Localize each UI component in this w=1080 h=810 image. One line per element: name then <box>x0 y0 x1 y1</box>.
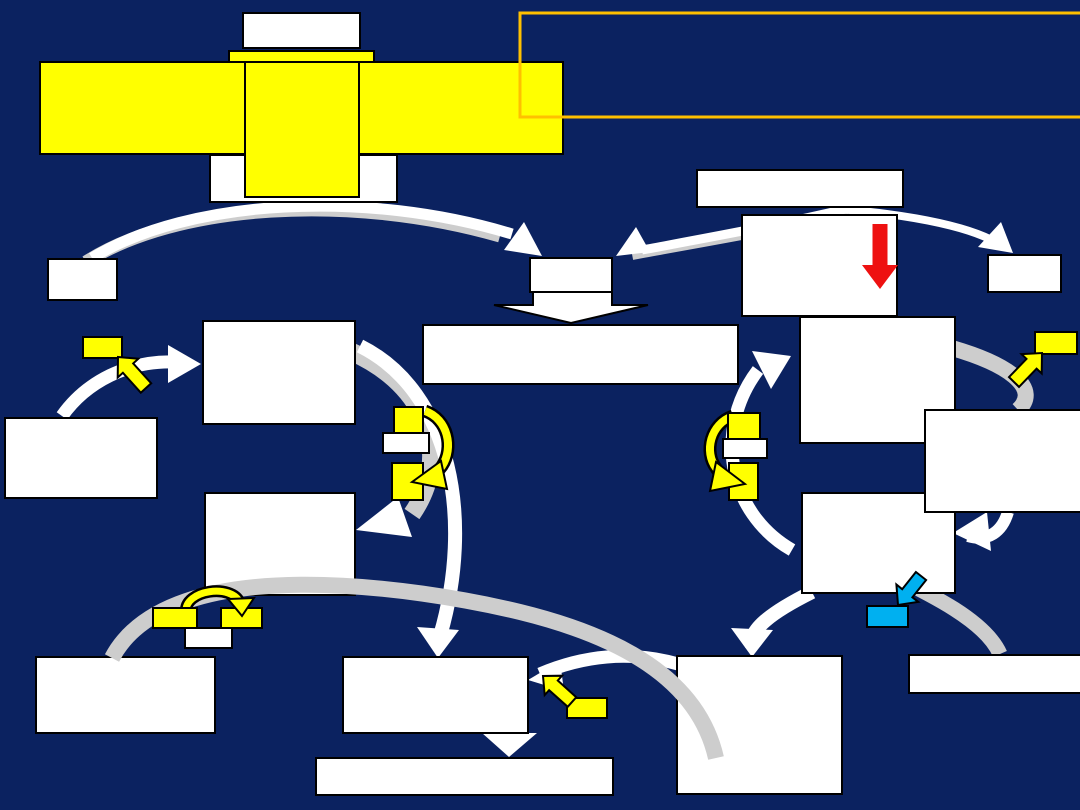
left-cycle-left-box <box>4 417 158 499</box>
arrowhead-right-in <box>752 351 791 389</box>
cyan-arrow <box>895 570 928 607</box>
title-center-yellow-box <box>244 61 360 198</box>
bottom-right-bar <box>908 654 1080 694</box>
bottom-yellow-tag <box>566 697 608 719</box>
arrowhead-left-in <box>168 345 201 383</box>
center-wide-box <box>422 324 739 385</box>
node-boxes-layer <box>4 11 1080 796</box>
left-cycle-upper-box <box>202 320 356 425</box>
right-rotation-arrowhead <box>708 460 748 493</box>
left-cycle-in-arc <box>56 355 177 420</box>
bottom-left-box <box>35 656 216 734</box>
bottom-tag-arrow <box>541 674 578 709</box>
right-cycle-in-arc <box>725 366 796 556</box>
title-top-box <box>242 12 361 49</box>
small-left-box <box>47 258 118 301</box>
arrowhead-left-outer <box>417 627 459 658</box>
center-down-block-arrow <box>493 291 649 325</box>
center-small-box <box>529 257 613 293</box>
top-left-swoosh <box>89 200 514 263</box>
arrowhead-right-return <box>953 512 991 551</box>
arrowhead-left-lower <box>356 497 412 537</box>
right-rotation-rect-mid <box>722 438 768 459</box>
connector-arcs-layer <box>56 200 1034 757</box>
bottom-bar <box>315 757 614 796</box>
arrowhead-top-right-center <box>616 227 650 256</box>
callout-outline-box <box>518 11 1080 119</box>
arrowhead-bar-down <box>482 733 537 757</box>
center-bottom-box <box>342 656 529 734</box>
right-rotation-rect-bottom <box>728 462 759 501</box>
left-yellow-tag <box>82 336 123 359</box>
left-rotation-arrowhead <box>409 459 449 491</box>
accent-shapes-layer <box>82 224 1078 760</box>
bottom-left-rotation-rect-left <box>152 607 198 629</box>
arrowhead-right-bottom <box>731 628 773 657</box>
arrowhead-top-right <box>978 222 1013 253</box>
top-right-box <box>696 169 904 208</box>
left-tag-arrow <box>116 355 153 395</box>
far-right-small-box <box>987 254 1062 293</box>
right-middle-right-box <box>924 409 1080 513</box>
right-tag-arrow <box>1007 351 1044 389</box>
bottom-left-rotation-rect-mid <box>184 627 233 649</box>
red-down-arrow <box>862 224 898 289</box>
left-rotation-rect-mid <box>382 432 430 454</box>
cyan-tag <box>866 605 909 628</box>
right-yellow-tag <box>1034 331 1078 355</box>
arrowhead-top-left <box>504 222 542 256</box>
bottom-left-rotation-arrowhead <box>225 596 256 618</box>
